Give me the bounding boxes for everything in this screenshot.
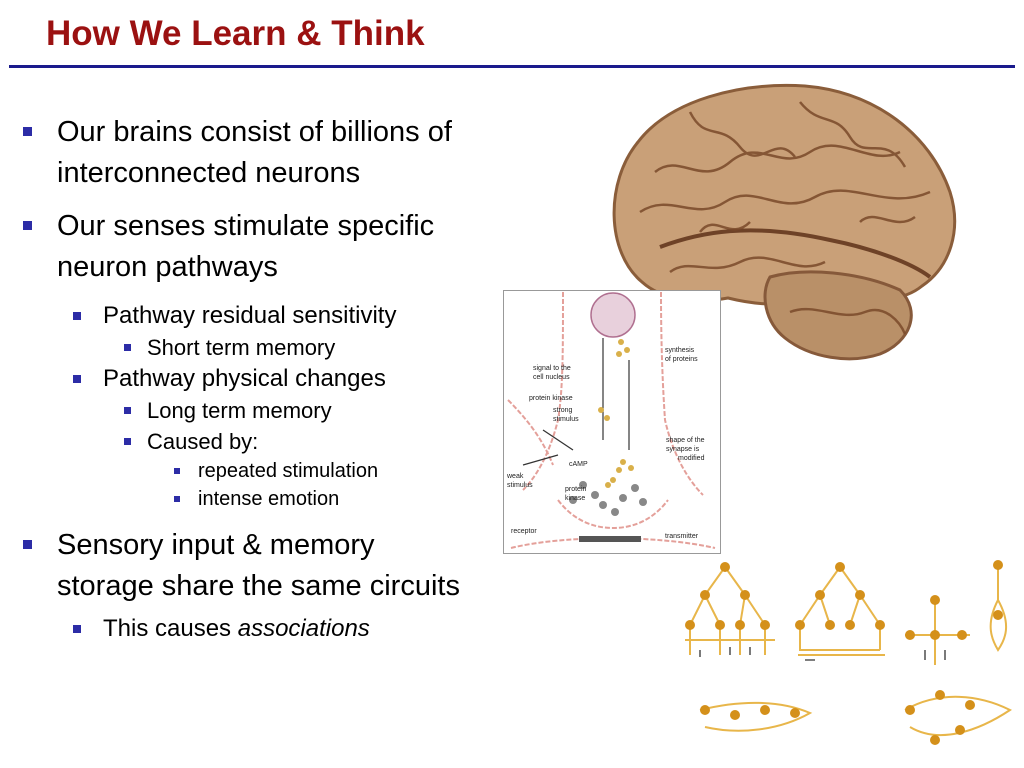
- label-signal-1: signal to the: [533, 365, 571, 372]
- bullet-text: Long term memory: [147, 398, 332, 423]
- label-synthesis-1: synthesis: [665, 347, 695, 354]
- bullet-short-term: Short term memory: [124, 332, 470, 363]
- bullet-text: Pathway physical changes: [103, 365, 386, 392]
- bullet-marker: [174, 496, 180, 502]
- label-strong-2: stimulus: [553, 416, 579, 423]
- neuron-networks-diagram: [685, 560, 1012, 745]
- label-strong-1: strong: [553, 407, 573, 414]
- bullet-long-term: Long term memory: [124, 395, 470, 426]
- bullet-repeated: repeated stimulation: [174, 457, 470, 485]
- label-synthesis-2: of proteins: [665, 356, 698, 363]
- bullet-brains: Our brains consist of billions of interc…: [23, 112, 470, 194]
- bullet-sensory: Sensory input & memory storage share the…: [23, 525, 470, 607]
- label-shape-1: shape of the: [666, 437, 705, 444]
- bullet-marker: [174, 468, 180, 474]
- bullet-associations: This causes associations: [73, 613, 470, 645]
- bullet-marker: [23, 221, 32, 230]
- bullet-marker: [124, 407, 131, 414]
- bullet-text: This causes: [103, 615, 238, 642]
- bullet-marker: [23, 127, 32, 136]
- label-shape-2: synapse is: [666, 446, 700, 453]
- label-transmitter: transmitter: [665, 533, 699, 540]
- slide-title: How We Learn & Think: [46, 14, 425, 53]
- label-camp: cAMP: [569, 461, 588, 468]
- bullet-text: intense emotion: [198, 488, 340, 510]
- bullet-marker: [73, 375, 81, 383]
- bullet-text: Sensory input & memory storage share the…: [57, 529, 460, 602]
- title-rule: [9, 65, 1015, 68]
- label-kinase-2: kinase: [565, 495, 585, 502]
- bullet-text: Short term memory: [147, 335, 336, 360]
- label-kinase-1: protein: [565, 486, 587, 493]
- bullet-residual: Pathway residual sensitivity: [73, 300, 470, 332]
- bullet-caused-by: Caused by:: [124, 426, 470, 457]
- bullet-text: Our senses stimulate specific neuron pat…: [57, 210, 435, 283]
- bullet-marker: [124, 344, 131, 351]
- label-shape-3: modified: [678, 455, 705, 462]
- bullet-text: Caused by:: [147, 429, 259, 454]
- bullet-text: Pathway residual sensitivity: [103, 302, 397, 329]
- brain-image: [612, 83, 957, 361]
- bullet-list: Our brains consist of billions of interc…: [0, 112, 470, 645]
- bullet-marker: [124, 438, 131, 445]
- spacer: [0, 513, 470, 525]
- bullet-emphasis: associations: [237, 615, 370, 642]
- label-receptor: receptor: [511, 528, 537, 535]
- bullet-physical: Pathway physical changes: [73, 363, 470, 395]
- label-weak-1: weak: [506, 473, 524, 480]
- nucleus-shape: [590, 292, 636, 338]
- bullet-marker: [73, 625, 81, 633]
- synapse-diagram: signal to the cell nucleus synthesis of …: [503, 290, 721, 554]
- label-signal-2: cell nucleus: [533, 374, 570, 381]
- bullet-senses: Our senses stimulate specific neuron pat…: [23, 206, 470, 288]
- label-protein-kinase: protein kinase: [529, 395, 573, 402]
- bullet-intense: intense emotion: [174, 485, 470, 513]
- bullet-marker: [73, 312, 81, 320]
- bullet-text: Our brains consist of billions of interc…: [57, 116, 452, 189]
- label-weak-2: stimulus: [507, 482, 533, 489]
- bullet-text: repeated stimulation: [198, 460, 379, 482]
- bullet-marker: [23, 540, 32, 549]
